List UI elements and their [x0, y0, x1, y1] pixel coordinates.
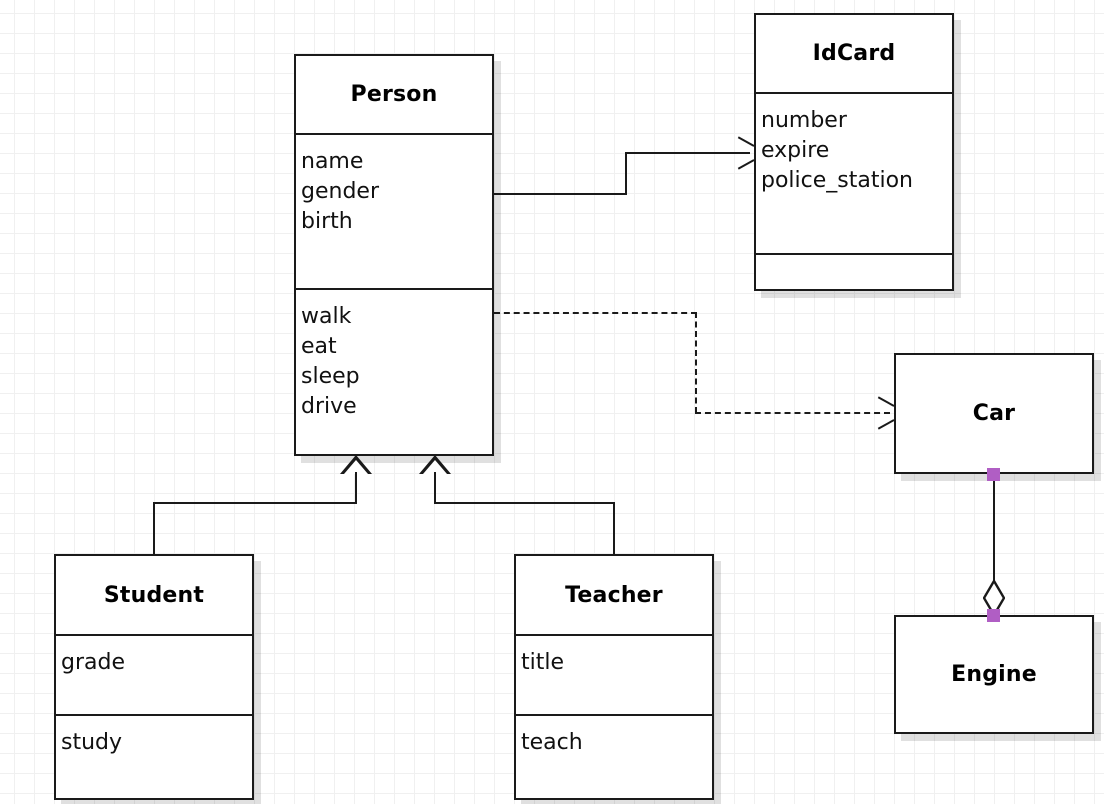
- class-name-label: Teacher: [565, 582, 663, 608]
- attribute-item: name: [301, 149, 364, 174]
- class-title-engine: Engine: [896, 617, 1092, 732]
- uml-class-teacher[interactable]: Teacher title teach: [514, 554, 714, 800]
- uml-class-engine[interactable]: Engine: [894, 615, 1094, 734]
- connector-segment-dashed: [494, 312, 697, 314]
- method-item: walk: [301, 304, 352, 329]
- class-name-label: Engine: [951, 662, 1037, 687]
- class-attributes-teacher: title: [516, 634, 712, 714]
- attribute-item: title: [521, 650, 565, 675]
- class-methods-person: walk eat sleep drive: [296, 288, 492, 454]
- connector-segment: [993, 474, 995, 584]
- connector-segment: [153, 502, 155, 556]
- method-item: eat: [301, 334, 337, 359]
- connector-segment: [625, 152, 627, 195]
- uml-class-person[interactable]: Person name gender birth walk eat sleep …: [294, 54, 494, 456]
- method-item: drive: [301, 394, 357, 419]
- class-attributes-idcard: number expire police_station: [756, 92, 952, 253]
- uml-class-idcard[interactable]: IdCard number expire police_station: [754, 13, 954, 291]
- connector-segment-dashed: [695, 412, 890, 414]
- connector-segment: [434, 502, 614, 504]
- class-methods-idcard: [756, 253, 952, 289]
- class-name-label: IdCard: [812, 41, 896, 66]
- connector-segment: [613, 502, 615, 556]
- class-title-idcard: IdCard: [756, 15, 952, 92]
- class-title-person: Person: [296, 56, 492, 133]
- connector-segment: [434, 472, 436, 504]
- method-item: teach: [521, 730, 583, 755]
- connector-segment: [625, 152, 750, 154]
- class-name-label: Car: [972, 401, 1016, 426]
- class-name-label: Student: [103, 582, 205, 608]
- connector-segment-dashed: [695, 312, 697, 413]
- class-title-student: Student: [56, 556, 252, 634]
- class-attributes-person: name gender birth: [296, 133, 492, 288]
- class-attributes-student: grade: [56, 634, 252, 714]
- uml-class-student[interactable]: Student grade study: [54, 554, 254, 800]
- attribute-item: gender: [301, 179, 379, 204]
- attribute-item: birth: [301, 209, 353, 234]
- class-title-car: Car: [896, 355, 1092, 472]
- connection-handle-car[interactable]: [987, 468, 1000, 481]
- open-arrowhead-icon: [876, 402, 892, 424]
- method-item: sleep: [301, 364, 360, 389]
- attribute-item: expire: [761, 138, 830, 163]
- connector-segment: [355, 472, 357, 504]
- class-title-teacher: Teacher: [516, 556, 712, 634]
- attribute-item: number: [761, 108, 847, 133]
- uml-class-car[interactable]: Car: [894, 353, 1094, 474]
- attribute-item: police_station: [761, 168, 913, 193]
- class-methods-student: study: [56, 714, 252, 798]
- connector-segment: [494, 193, 627, 195]
- connector-segment: [153, 502, 357, 504]
- connection-handle-engine[interactable]: [987, 609, 1000, 622]
- method-item: study: [61, 730, 123, 755]
- open-arrowhead-icon: [736, 142, 752, 164]
- class-methods-teacher: teach: [516, 714, 712, 798]
- attribute-item: grade: [61, 650, 125, 675]
- class-name-label: Person: [350, 82, 438, 107]
